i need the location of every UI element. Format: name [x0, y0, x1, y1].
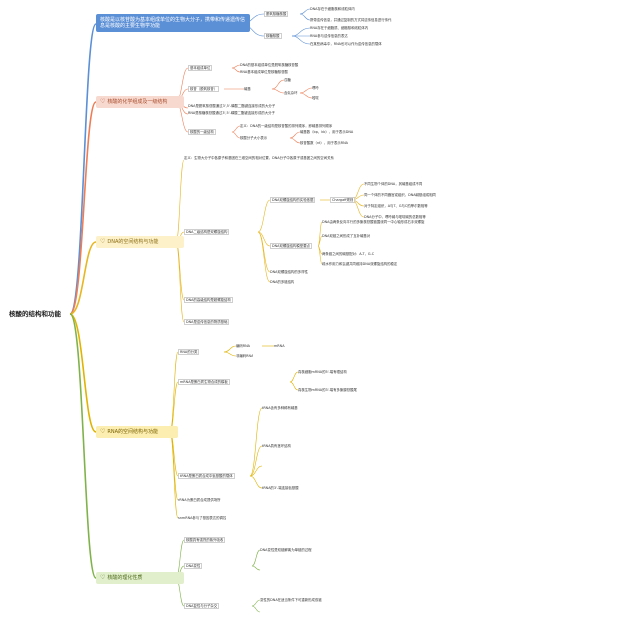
heart-icon: ♡ — [100, 574, 106, 581]
node-4b2: 真核生物mRNA的3'-端有多聚腺苷酸尾 — [298, 388, 357, 392]
heart-icon: ♡ — [100, 98, 106, 105]
node-4c: tRNA是蛋白质合成中氨基酸的载体 — [178, 473, 235, 480]
connector-branch-4 — [69, 313, 97, 433]
node-3a24: DNA分子中，嘌呤碱与嘧啶碱的总数相等 — [364, 215, 426, 219]
node-2d4: 核苷酸数（nt），用于表示RNA — [300, 141, 348, 145]
node-4a: RNA的分类 — [178, 349, 200, 356]
node-4b: mRNA是蛋白质生物合成的模板 — [178, 379, 230, 386]
node-4c2: tRNA具有茎环结构 — [262, 444, 291, 448]
node-5c1: 变性的DNA在适当条件下可重新形成双链 — [260, 598, 322, 602]
root-node[interactable]: 核酸的结构和功能 — [9, 310, 61, 318]
node-1b3: 在某些病毒中，RNA也可以作为遗传信息的载体 — [310, 42, 382, 46]
node-5b: DNA变性 — [184, 563, 203, 570]
branch-5-label: 核酸的理化性质 — [107, 575, 143, 581]
branch-1-node[interactable]: 核酸是以核苷酸为基本组成单位的生物大分子，携带和传递遗传信息是核酸的主要生物学功… — [96, 14, 250, 32]
node-4a2: mRNA — [274, 344, 285, 348]
node-2a2: RNA基本组成单位是核糖核苷酸 — [240, 70, 288, 74]
node-3a22: 同一个体的不同器官或组织，DNA碱基组成相同 — [364, 193, 436, 197]
node-2b2: 含氮杂环 — [284, 91, 298, 95]
node-1b1: RNA存在于细胞质、细胞核和线粒体内 — [310, 26, 369, 30]
branch-3-node[interactable]: ♡DNA的空间结构与功能 — [96, 236, 184, 248]
node-4e: snmRNA参与了基因表达的调控 — [178, 516, 227, 520]
connector-branch-5 — [69, 313, 97, 579]
node-2d1: 定义：DNA的一级结构是核苷酸的排列顺序，即碱基排列顺序 — [240, 124, 333, 128]
node-4c1: tRNA含有多种稀有碱基 — [262, 406, 298, 410]
node-2a1: DNA的基本组成单位是脱氧核糖核苷酸 — [240, 63, 299, 67]
node-3a2: Chargaff规则 — [330, 197, 356, 204]
branch-4-node[interactable]: ♡RNA的空间结构与功能 — [96, 426, 178, 438]
node-2b1: 碱基 — [244, 87, 251, 91]
node-3a1: DNA双螺旋结构的实验依据 — [270, 197, 316, 204]
node-2b4: 嘧啶 — [312, 96, 319, 100]
node-5c: DNA复性与分子杂交 — [184, 603, 220, 610]
node-3a4: DNA双螺旋结构的多样性 — [270, 270, 308, 274]
branch-2-label: 核酸的化学组成及一级结构 — [107, 99, 168, 105]
node-2d2: 核酸分子大小表示 — [240, 136, 268, 140]
node-1a1: DNA存在于细胞核和线粒体内 — [310, 7, 355, 11]
node-2c1: DNA是脱氧核苷酸通过3',5'-磷酸二酯键连接形成的大分子 — [188, 104, 276, 108]
node-3b: DNA的高级结构是超螺旋结构 — [184, 297, 233, 304]
branch-4-label: RNA的空间结构与功能 — [107, 429, 159, 435]
node-3a3: DNA双螺旋结构模型要点 — [270, 243, 312, 250]
node-3a23: 对于特定组织，A与T、G与C的摩尔数相等 — [364, 204, 428, 208]
node-4a3: 非编码RNA — [236, 354, 254, 358]
node-2b3: 嘌呤 — [312, 86, 319, 90]
node-2a: 基本组成单位 — [188, 65, 213, 72]
node-2d3: 碱基数（bp、kb），用于表示DNA — [300, 130, 354, 134]
node-3a32: DNA双链之间形成了互补碱基对 — [322, 234, 371, 238]
node-1a2: 携带遗传信息，并通过复制的方式将遗传信息进行传代 — [310, 18, 392, 22]
node-2b5: 戊糖 — [284, 78, 291, 82]
node-4c3: tRNA的3'-端连接氨基酸 — [262, 486, 299, 490]
root-connectors — [69, 23, 97, 579]
node-3a34: 疏水作用力和氢键共同维持DNA双螺旋结构的稳定 — [322, 262, 398, 266]
node-3a31: DNA由两条反向平行的多聚核苷酸链围绕同一中心轴形成右手双螺旋 — [322, 220, 425, 224]
branch-3-label: DNA的空间结构与功能 — [107, 239, 159, 245]
connector-branch-3 — [69, 241, 97, 315]
node-3a21: 不同生物个体的DNA，其碱基组成不同 — [364, 182, 423, 186]
node-4d: rRNA为蛋白质合成提供场所 — [178, 498, 221, 502]
node-1b: 核糖核酸 — [264, 33, 282, 40]
node-3a33: 两条链之间的碱基配对：A-T，G-C — [322, 252, 375, 256]
node-5a: 核酸具有强烈的紫外吸收 — [184, 537, 226, 544]
node-3def: 定义：生物大分子中各原子和基团在三维空间的相对位置，DNA分子中各原子或基团之间… — [184, 156, 334, 160]
node-2b: 核苷（脱氧核苷） — [188, 86, 220, 93]
node-4a1: 编码RNA — [236, 344, 250, 348]
node-3a: DNA二级结构是双螺旋结构 — [184, 229, 230, 236]
node-2d: 核酸的一级结构 — [188, 129, 216, 136]
node-1b2: RNA参与遗传信息的表达 — [310, 34, 348, 38]
branch-2-node[interactable]: ♡核酸的化学组成及一级结构 — [96, 96, 184, 108]
connector-branch-1 — [69, 23, 97, 315]
node-4b1: 真核细胞mRNA的5'-端有帽结构 — [298, 370, 347, 374]
node-2c2: RNA是核糖核苷酸通过3',5'-磷酸二酯键连接形成的大分子 — [188, 111, 275, 115]
node-5b1: DNA变性是双链解离为单链的过程 — [260, 548, 312, 552]
node-1a: 脱氧核糖核酸 — [264, 11, 289, 18]
heart-icon: ♡ — [100, 238, 106, 245]
node-3a5: DNA的多链结构 — [270, 280, 295, 284]
connector-branch-2 — [69, 101, 97, 315]
node-3c: DNA是遗传信息的物质基础 — [184, 319, 230, 326]
branch-5-node[interactable]: ♡核酸的理化性质 — [96, 572, 184, 584]
heart-icon: ♡ — [100, 428, 106, 435]
